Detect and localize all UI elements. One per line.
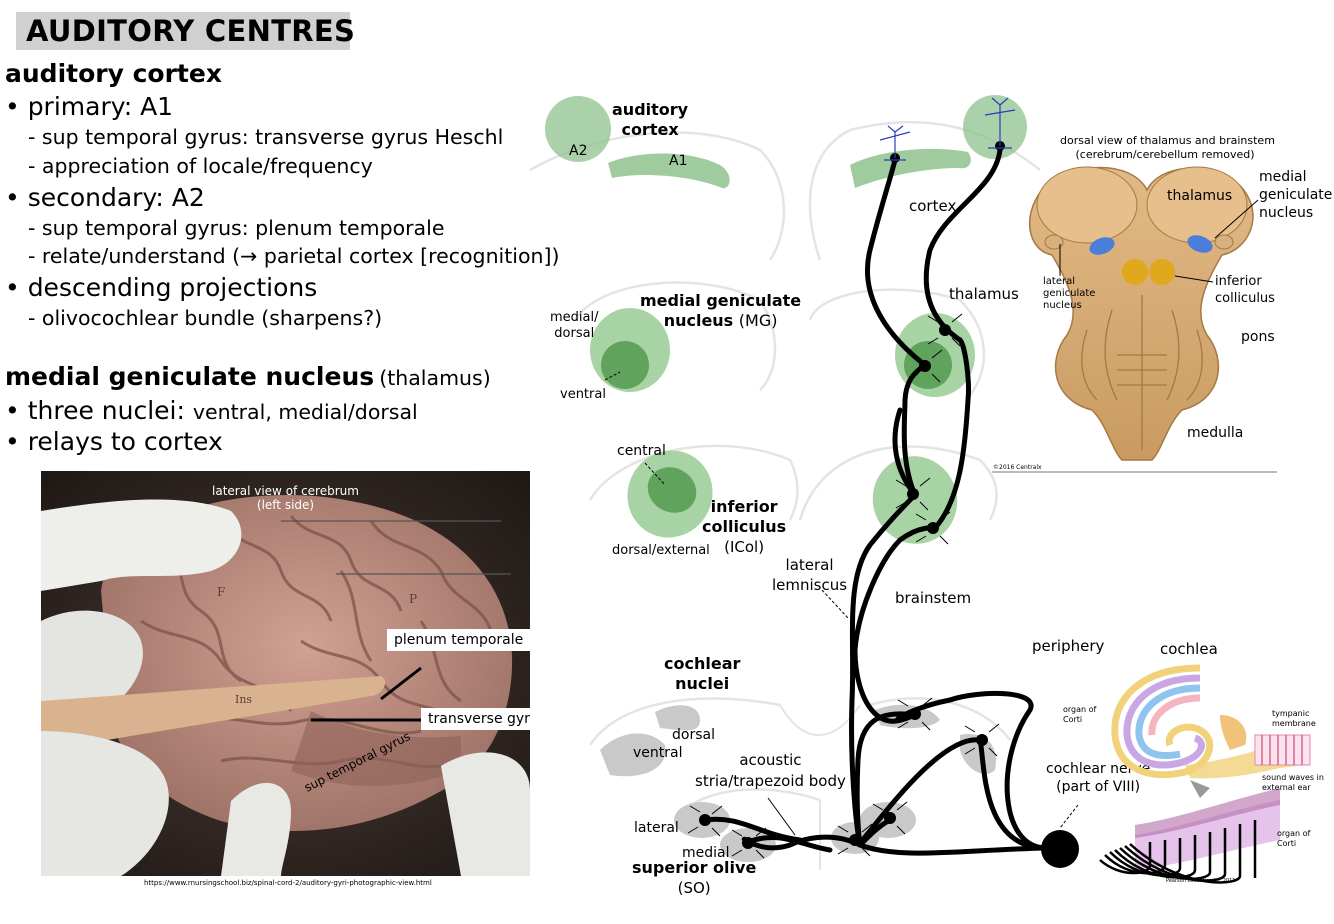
tympanic-membrane-label-1: tympanic <box>1272 709 1316 719</box>
lateral-lemniscus-label-2: lemniscus <box>772 575 847 595</box>
cochlear-nuclei-label-1: cochlear <box>664 654 740 674</box>
superior-olive-label-2: (SO) <box>632 878 756 898</box>
cochlear-nuclei-label-2: nuclei <box>664 674 740 694</box>
organ-corti-label-top: organ of Corti <box>1063 705 1096 725</box>
acoustic-stria-label-1: acoustic <box>695 750 846 771</box>
dorsal-external-label: dorsal/external <box>612 543 710 558</box>
mg-ventral-label: ventral <box>560 387 606 402</box>
dv-ic-label-2: colliculus <box>1215 290 1275 307</box>
dv-medulla-label: medulla <box>1187 425 1243 441</box>
lateral-lemniscus-label-1: lateral <box>772 555 847 575</box>
cochlea-label: cochlea <box>1160 640 1218 658</box>
cochlear-nuclei-label: cochlear nuclei <box>664 654 740 694</box>
auditory-cortex-label-2: cortex <box>612 120 688 140</box>
dv-lgn-label-3: nucleus <box>1043 300 1095 312</box>
dv-mg-label-1: medial <box>1259 168 1332 186</box>
dorsal-view-title-1: dorsal view of thalamus and brainstem <box>1060 134 1270 148</box>
periphery-label: periphery <box>1032 637 1104 655</box>
mg-diagram-label: medial geniculate nucleus (MG) <box>640 291 801 331</box>
dv-mg-label-3: nucleus <box>1259 204 1332 222</box>
sound-waves-label-1: sound waves in <box>1262 773 1324 783</box>
acoustic-stria-label: acoustic stria/trapezoid body <box>695 750 846 792</box>
dv-mg-label: medial geniculate nucleus <box>1259 168 1332 222</box>
auditory-cortex-label-1: auditory <box>612 100 688 120</box>
ic-diagram-label-3: (ICol) <box>702 537 786 557</box>
ic-diagram-label: inferior colliculus (ICol) <box>702 497 786 557</box>
organ-corti-label-bottom: organ of Corti <box>1277 829 1310 849</box>
lateral-so-label: lateral <box>634 820 679 836</box>
mg-diagram-label-2: nucleus <box>664 311 734 330</box>
ventral-cn-label: ventral <box>633 745 683 761</box>
medial-dorsal-label-2: dorsal <box>550 326 598 342</box>
dorsal-cn-label: dorsal <box>672 727 715 743</box>
auditory-cortex-label: auditory cortex <box>612 100 688 140</box>
dv-lgn-label-1: lateral <box>1043 276 1095 288</box>
sound-waves-label-2: external ear <box>1262 783 1324 793</box>
organ-corti-label-top-2: Corti <box>1063 715 1096 725</box>
ic-diagram-label-2: colliculus <box>702 517 786 537</box>
pointer-arrows <box>768 798 795 835</box>
dv-credit: ©2016 Centralx <box>993 464 1042 471</box>
dv-pons-label: pons <box>1241 329 1275 345</box>
tympanic-membrane-label-2: membrane <box>1272 719 1316 729</box>
tympanic-membrane-label: tympanic membrane <box>1272 709 1316 729</box>
central-label: central <box>617 443 666 459</box>
dv-mg-label-2: geniculate <box>1259 186 1332 204</box>
lateral-lemniscus-label: lateral lemniscus <box>772 555 847 595</box>
brainstem-label: brainstem <box>895 589 971 607</box>
cortex-label: cortex <box>909 197 956 215</box>
a1-label: A1 <box>669 153 687 169</box>
mg-diagram-label-abbrev: (MG) <box>739 311 778 330</box>
organ-corti-label-bottom-2: Corti <box>1277 839 1310 849</box>
brainstem-illustration <box>992 160 1292 476</box>
ic-diagram-label-1: inferior <box>702 497 786 517</box>
dv-lgn-label: lateral geniculate nucleus <box>1043 276 1095 312</box>
organ-corti-label-bottom-1: organ of <box>1277 829 1310 839</box>
sound-waves-label: sound waves in external ear <box>1262 773 1324 793</box>
pearson-credit: Pearson education inc 2011 <box>1166 878 1235 884</box>
medial-dorsal-label: medial/ dorsal <box>550 310 598 342</box>
dv-thalamus-label: thalamus <box>1167 188 1232 204</box>
dv-lgn-label-2: geniculate <box>1043 288 1095 300</box>
medial-dorsal-label-1: medial/ <box>550 310 598 326</box>
mg-diagram-label-1: medial geniculate <box>640 291 801 311</box>
superior-olive-label: superior olive (SO) <box>632 858 756 898</box>
acoustic-stria-label-2: stria/trapezoid body <box>695 771 846 792</box>
section-outlines <box>530 122 1040 815</box>
dv-ic-label-1: inferior <box>1215 273 1275 290</box>
superior-olive-label-1: superior olive <box>632 858 756 878</box>
dv-ic-label: inferior colliculus <box>1215 273 1275 307</box>
dorsal-view-title: dorsal view of thalamus and brainstem (c… <box>1060 134 1270 162</box>
a2-label: A2 <box>569 143 587 159</box>
organ-corti-label-top-1: organ of <box>1063 705 1096 715</box>
